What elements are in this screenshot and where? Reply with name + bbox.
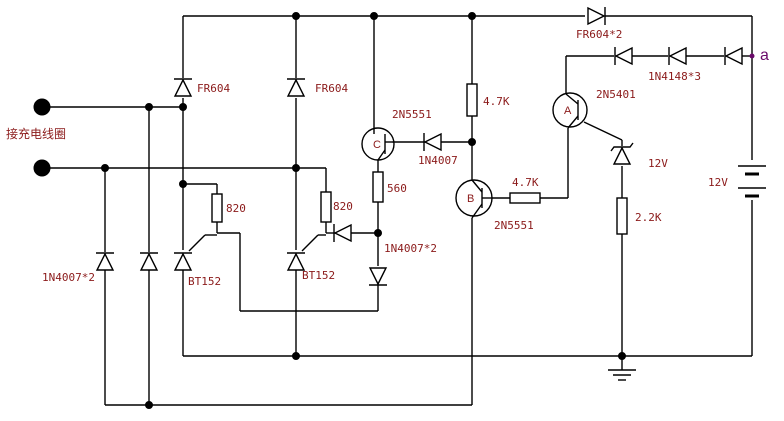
diode-1n4148-chain [614,46,743,66]
resistor-2k2-label: 2.2K [635,211,662,224]
resistor-4k7-horizontal [509,192,541,204]
input-label: 接充电线圈 [6,126,66,141]
diode-scr-gate [333,223,352,243]
diode-fr604-right-label: FR604 [315,82,348,95]
diode-1n4007-mid [423,132,442,152]
battery-label: 12V [708,176,728,189]
resistor-560 [372,171,384,203]
resistor-820-right [320,191,332,223]
diode-fr604x2-top [587,6,606,26]
resistor-4k7-vertical [466,83,478,117]
junction-dots [101,12,626,409]
resistor-820-left [211,193,223,223]
transistor-c-letter: C [373,139,381,151]
diode-1n4007x2-left-b [139,252,159,271]
scr-right-label: BT152 [302,269,335,282]
battery-12v [738,165,766,198]
wires [42,15,753,406]
transistor-b-letter: B [467,193,474,205]
resistor-820-left-label: 820 [226,202,246,215]
diode-1n4148-label: 1N4148*3 [648,70,701,83]
transistor-c [361,127,395,161]
resistor-4k7-horizontal-label: 4.7K [512,176,539,189]
scr-bt152-left [173,234,217,271]
transistor-b [455,179,493,219]
diode-1n4007x2-left-label: 1N4007*2 [42,271,95,284]
diode-fr604x2-label: FR604*2 [576,28,622,41]
transistor-b-part: 2N5551 [494,219,534,232]
zener-12v [610,142,634,165]
zener-label: 12V [648,157,668,170]
diode-fr604-left-label: FR604 [197,82,230,95]
transistor-a-part: 2N5401 [596,88,636,101]
diode-1n4007-mid-label: 1N4007 [418,154,458,167]
resistor-4k7-vertical-label: 4.7K [483,95,510,108]
input-terminals [33,98,51,177]
scr-left-label: BT152 [188,275,221,288]
diode-1n4007x2-right [368,267,388,286]
diode-fr604-right [286,78,306,97]
transistor-a-letter: A [564,105,572,117]
resistor-560-label: 560 [387,182,407,195]
resistor-820-right-label: 820 [333,200,353,213]
scr-bt152-right [286,234,326,271]
diode-1n4007x2-left-a [95,252,115,271]
diode-fr604-left [173,78,193,97]
resistor-2k2 [616,197,628,235]
node-a-label: a [760,47,769,64]
transistor-a [552,92,588,129]
transistor-c-part: 2N5551 [392,108,432,121]
diode-1n4007x2-right-label: 1N4007*2 [384,242,437,255]
node-a-dot [749,53,755,59]
